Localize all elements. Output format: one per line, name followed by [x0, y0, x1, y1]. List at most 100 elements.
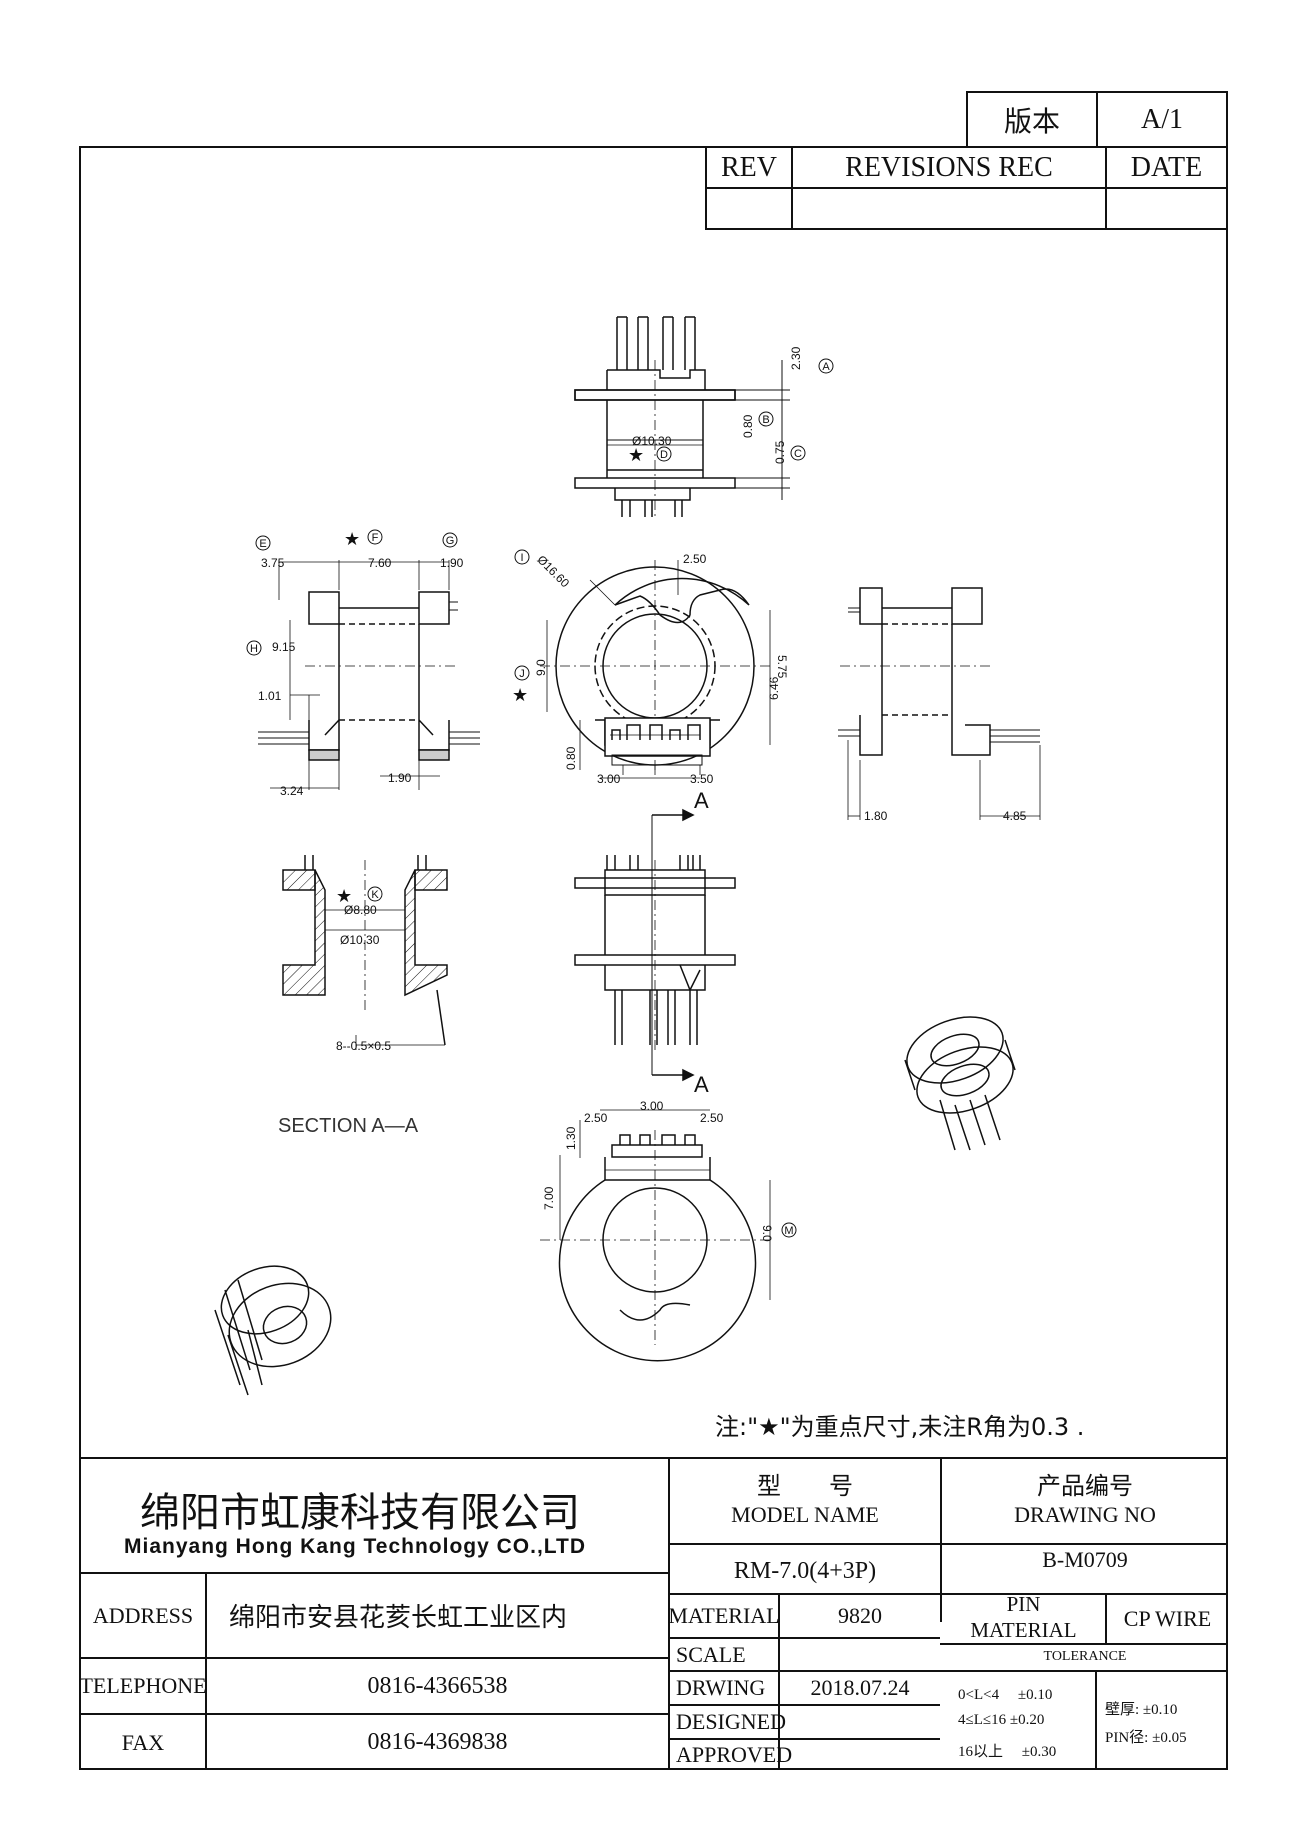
drawing-no-label-en: DRAWING NO	[1014, 1502, 1156, 1527]
dim-section-880: Ø8.80	[344, 903, 377, 917]
approved-value	[780, 1740, 940, 1770]
svg-text:E: E	[259, 538, 266, 550]
drawing-date-value: 2018.07.24	[810, 1675, 910, 1700]
ref-K: K	[367, 886, 383, 902]
dim-bottom-130: 1.30	[564, 1126, 578, 1150]
dim-section-pins: 8--0.5×0.5	[336, 1039, 391, 1053]
scale-label: SCALE	[676, 1641, 746, 1667]
front-view	[574, 808, 736, 1082]
scale-value	[780, 1639, 940, 1670]
ref-A: A	[818, 358, 834, 374]
model-label-cn: 型 号	[757, 1473, 853, 1500]
section-caption: SECTION A—A	[278, 1115, 419, 1137]
version-value: A/1	[1141, 104, 1183, 135]
star-F: ★	[344, 529, 360, 549]
dim-top-dia: Ø10.30	[632, 434, 672, 448]
section-view	[282, 855, 448, 1050]
dim-bottom-90: 9.0	[760, 1225, 774, 1242]
dim-left-190b: 1.90	[388, 771, 412, 785]
ref-B: B	[758, 411, 774, 427]
bottom-view	[540, 1109, 771, 1362]
ref-G: G	[442, 532, 458, 548]
pin-label-1: PIN	[1006, 1591, 1041, 1616]
svg-text:C: C	[794, 448, 802, 460]
ref-D: D	[656, 446, 672, 462]
drawing-no-value: B-M0709	[1042, 1547, 1128, 1572]
drawing-no-label-cn: 产品编号	[1037, 1473, 1133, 1500]
dim-right-180: 1.80	[864, 809, 888, 823]
dim-top-080: 0.80	[741, 414, 755, 438]
dim-center-250: 2.50	[683, 552, 707, 566]
svg-text:G: G	[446, 535, 455, 547]
ref-M: M	[781, 1222, 797, 1238]
dim-section-1030: Ø10.30	[340, 933, 380, 947]
telephone-value: 0816-4366538	[367, 1672, 508, 1699]
company-name-en: Mianyang Hong Kang Technology CO.,LTD	[124, 1535, 587, 1558]
drawing-date-label: DRWING	[676, 1675, 766, 1700]
svg-text:H: H	[250, 643, 258, 655]
dim-center-646: 6.46	[767, 676, 781, 700]
dim-bottom-700: 7.00	[542, 1186, 556, 1210]
address-value: 绵阳市安县花荄长虹工业区内	[229, 1603, 568, 1633]
drawing-note: 注:"★"为重点尺寸,未注R角为0.3 .	[715, 1413, 1085, 1441]
tolerance-row-1: 0<L<4 ±0.10	[958, 1687, 1053, 1703]
pin-material-value: CP WIRE	[1123, 1606, 1212, 1631]
star-J: ★	[512, 685, 528, 705]
company-name-cn: 绵阳市虹康科技有限公司	[140, 1490, 580, 1536]
dim-center-575: 5.75	[775, 655, 789, 679]
ref-J: J	[514, 665, 530, 681]
svg-text:M: M	[784, 1225, 793, 1237]
model-value: RM-7.0(4+3P)	[733, 1558, 877, 1584]
svg-text:B: B	[762, 414, 769, 426]
tolerance-wall: 壁厚: ±0.10	[1105, 1702, 1178, 1718]
dim-top-075: 0.75	[773, 440, 787, 464]
material-value: 9820	[838, 1603, 882, 1628]
dim-left-375: 3.75	[261, 556, 285, 570]
dim-center-300: 3.00	[597, 772, 621, 786]
ref-H: H	[246, 640, 262, 656]
dim-top-230: 2.30	[789, 346, 803, 370]
dim-left-324: 3.24	[280, 784, 304, 798]
dim-left-915: 9.15	[272, 640, 296, 654]
dim-left-190a: 1.90	[440, 556, 464, 570]
dim-center-080: 0.80	[564, 746, 578, 770]
svg-text:F: F	[372, 532, 379, 544]
fax-value: 0816-4369838	[367, 1729, 508, 1755]
model-label-en: MODEL NAME	[731, 1502, 879, 1527]
rev-header: REV	[721, 151, 777, 183]
dim-bottom-250a: 2.50	[584, 1111, 608, 1125]
revisions-rec-header: REVISIONS REC	[845, 151, 1053, 183]
dim-bottom-300: 3.00	[640, 1099, 664, 1113]
ref-F: F	[367, 529, 383, 545]
pin-label-2: MATERIAL	[970, 1617, 1077, 1642]
iso-view-left	[214, 1265, 332, 1396]
fax-label: FAX	[121, 1729, 165, 1755]
svg-text:K: K	[371, 889, 379, 901]
star-D: ★	[628, 445, 644, 465]
dim-center-90: 9.0	[534, 659, 548, 676]
tolerance-row-3: 16以上 ±0.30	[958, 1744, 1057, 1760]
dim-left-760: 7.60	[368, 556, 392, 570]
designed-value	[780, 1706, 940, 1738]
ref-I: I	[514, 549, 530, 565]
address-label: ADDRESS	[92, 1602, 194, 1628]
ref-C: C	[790, 445, 806, 461]
svg-text:I: I	[520, 552, 523, 564]
right-view	[838, 587, 1041, 820]
dim-center-350: 3.50	[690, 772, 714, 786]
svg-text:J: J	[519, 668, 525, 680]
material-label: MATERIAL	[668, 1603, 780, 1628]
top-view	[574, 316, 790, 520]
drawing-frame	[79, 146, 1228, 1770]
tolerance-label: TOLERANCE	[1043, 1649, 1127, 1664]
iso-view-right	[904, 1016, 1016, 1151]
cut-label-bottom: A	[694, 1072, 709, 1097]
dim-left-101: 1.01	[258, 689, 282, 703]
designed-label: DESIGNED	[676, 1709, 786, 1734]
dim-center-1660: Ø16.60	[534, 552, 572, 590]
svg-text:A: A	[822, 361, 830, 373]
left-view	[258, 560, 480, 790]
tolerance-pin: PIN径: ±0.05	[1105, 1730, 1187, 1746]
dim-bottom-250b: 2.50	[700, 1111, 724, 1125]
